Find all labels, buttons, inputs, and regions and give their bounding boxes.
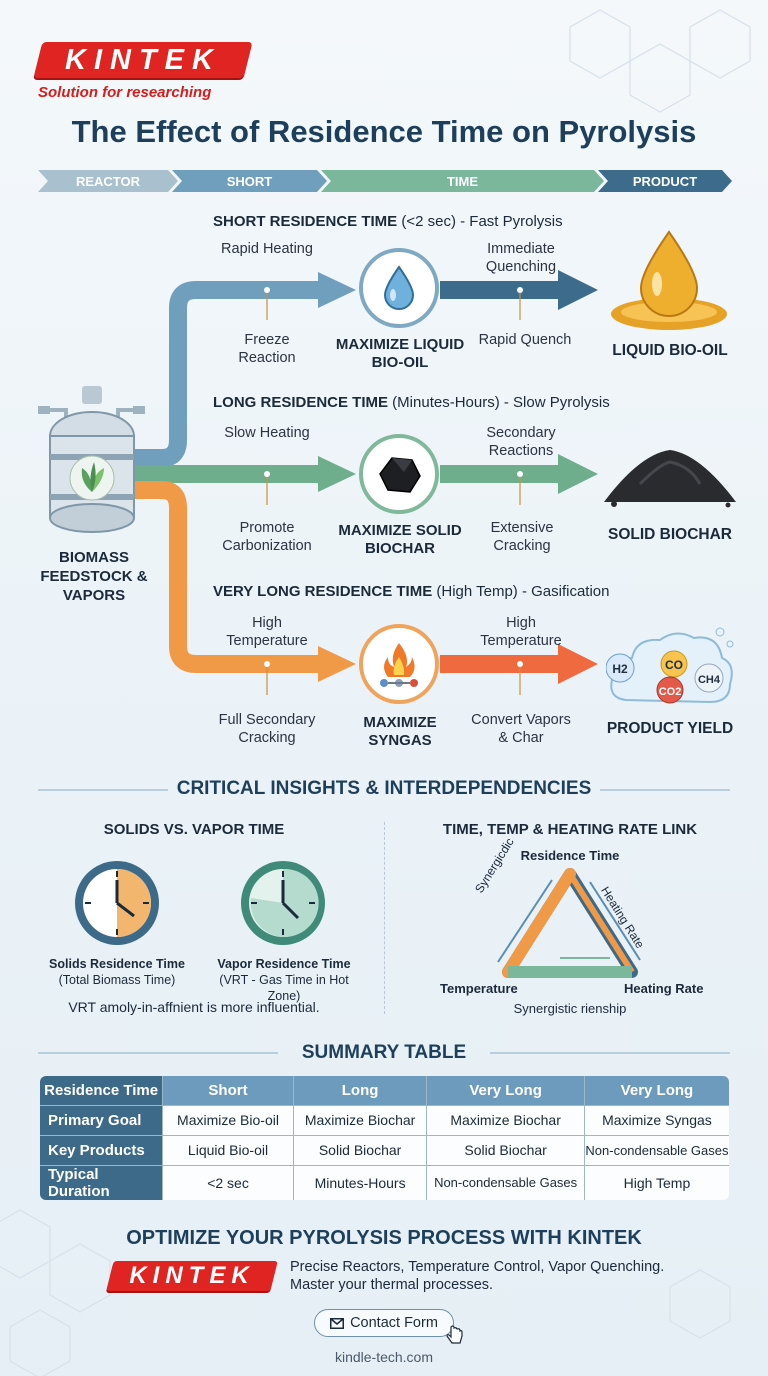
row-short-bottom-right: Rapid Quench <box>478 332 572 348</box>
row-verylong-top-right: High Temperature <box>480 615 562 649</box>
table-cell: Maximize Biochar <box>292 1104 428 1136</box>
droplet-icon <box>359 248 439 328</box>
table-header-cell: Long <box>292 1075 428 1106</box>
gas-cloud-icon: H2 CO CO2 CH4 <box>606 627 734 704</box>
row-long-top-right: Secondary Reactions <box>486 425 556 459</box>
bio-oil-icon <box>611 230 727 330</box>
table-row-header: Primary Goal <box>40 1104 164 1136</box>
table-header-cell: Very Long <box>583 1075 729 1106</box>
website-link[interactable]: kindle-tech.com <box>334 1349 434 1365</box>
table-cell: Minutes-Hours <box>292 1164 428 1200</box>
table-cell: Maximize Biochar <box>426 1104 585 1136</box>
triangle-bottom-label: Synergistic rienship <box>513 1001 627 1016</box>
solids-label: Solids Residence Time(Total Biomass Time… <box>49 957 185 987</box>
product-bio-oil: LIQUID BIO-OIL <box>612 342 728 359</box>
table-cell: Solid Biochar <box>426 1134 585 1166</box>
biochar-pile-icon <box>604 450 736 508</box>
stage-short: SHORT <box>172 170 327 192</box>
table-cell: Non-condensable Gases <box>583 1134 729 1166</box>
link-title: TIME, TEMP & HEATING RATE LINK <box>442 821 698 838</box>
row-long-top-left: Slow Heating <box>224 425 310 441</box>
divider <box>600 789 730 791</box>
table-header-cell: Residence Time <box>40 1075 164 1106</box>
mail-icon <box>330 1317 345 1329</box>
flow-arrows <box>120 270 598 695</box>
table-cell: Non-condensable Gases <box>426 1164 585 1200</box>
table-header-cell: Very Long <box>426 1075 585 1106</box>
charcoal-icon <box>359 434 439 514</box>
logo: KINTEK <box>65 44 221 76</box>
cta-title: OPTIMIZE YOUR PYROLYSIS PROCESS WITH KIN… <box>126 1227 642 1249</box>
stage-product: PRODUCT <box>598 170 732 192</box>
table-cell: Liquid Bio-oil <box>162 1134 294 1166</box>
solids-clock-icon <box>75 861 159 945</box>
row-long-bottom-right: Extensive Cracking <box>490 520 554 554</box>
contact-form-button[interactable]: Contact Form <box>314 1309 454 1337</box>
table-row-header: Typical Duration <box>40 1164 164 1200</box>
row-short-top-left: Rapid Heating <box>221 241 313 257</box>
cta-text: Precise Reactors, Temperature Control, V… <box>290 1259 665 1293</box>
row-long-goal: MAXIMIZE SOLID BIOCHAR <box>338 522 462 557</box>
row-verylong-bottom-right: Convert Vapors & Char <box>471 712 571 746</box>
insight-note: VRT amoly-in-affnient is more influentia… <box>68 999 320 1015</box>
table-cell: Solid Biochar <box>292 1134 428 1166</box>
row-short-goal: MAXIMIZE LIQUID BIO-OIL <box>335 336 465 371</box>
divider <box>38 1052 278 1054</box>
triangle-left-label: Temperature <box>440 981 518 996</box>
row-verylong-bottom-left: Full Secondary Cracking <box>218 712 316 746</box>
row-short-top-right: Immediate Quenching <box>485 241 557 275</box>
triangle-diagram <box>497 868 641 978</box>
row-short-title: SHORT RESIDENCE TIME (<2 sec) - Fast Pyr… <box>213 213 563 230</box>
column-divider <box>384 822 385 1014</box>
pointer-hand-icon <box>446 1325 463 1344</box>
reactor-icon <box>38 386 145 533</box>
row-verylong-top-left: High Temperature <box>226 615 308 649</box>
feedstock-label: BIOMASS FEEDSTOCK & VAPORS <box>40 549 148 604</box>
table-cell: <2 sec <box>162 1164 294 1200</box>
vapor-clock-icon <box>241 861 325 945</box>
divider <box>490 1052 730 1054</box>
table-row: Typical Duration <2 sec Minutes-Hours No… <box>40 1164 729 1200</box>
table-row-header: Key Products <box>40 1134 164 1166</box>
gas-label-co2: CO2 <box>659 686 682 698</box>
table-cell: Maximize Bio-oil <box>162 1104 294 1136</box>
divider <box>38 789 168 791</box>
table-cell: High Temp <box>583 1164 729 1200</box>
table-header-row: Residence Time Short Long Very Long Very… <box>40 1075 729 1106</box>
row-long-bottom-left: Promote Carbonization <box>222 520 312 554</box>
summary-table: Residence Time Short Long Very Long Very… <box>38 1074 731 1202</box>
row-long-title: LONG RESIDENCE TIME (Minutes-Hours) - Sl… <box>213 394 610 411</box>
triangle-top-label: Residence Time <box>520 848 620 863</box>
gas-label-ch4: CH4 <box>698 674 721 686</box>
flame-icon <box>359 624 439 704</box>
triangle-right-label: Heating Rate <box>624 981 704 996</box>
product-biochar: SOLID BIOCHAR <box>608 526 732 543</box>
product-yield: PRODUCT YIELD <box>606 720 734 737</box>
insights-title: CRITICAL INSIGHTS & INTERDEPENDENCIES <box>176 778 592 799</box>
stage-time: TIME <box>321 170 604 192</box>
row-short-bottom-left: Freeze Reaction <box>238 332 296 366</box>
vapor-label: Vapor Residence Time(VRT - Gas Time in H… <box>217 957 351 1003</box>
gas-label-co: CO <box>665 658 683 672</box>
gas-label-h2: H2 <box>612 662 628 676</box>
page-title: The Effect of Residence Time on Pyrolysi… <box>71 114 697 149</box>
solids-vapor-title: SOLIDS VS. VAPOR TIME <box>103 821 285 838</box>
table-row: Key Products Liquid Bio-oil Solid Biocha… <box>40 1134 729 1166</box>
table-cell: Maximize Syngas <box>583 1104 729 1136</box>
table-row: Primary Goal Maximize Bio-oil Maximize B… <box>40 1104 729 1136</box>
cta-logo: KINTEK <box>129 1262 255 1289</box>
logo-tagline: Solution for researching <box>38 84 212 101</box>
row-verylong-title: VERY LONG RESIDENCE TIME (High Temp) - G… <box>213 583 610 600</box>
table-header-cell: Short <box>162 1075 294 1106</box>
stage-reactor: REACTOR <box>38 170 178 192</box>
row-verylong-goal: MAXIMIZE SYNGAS <box>363 714 437 749</box>
summary-table-title: SUMMARY TABLE <box>301 1042 467 1063</box>
contact-form-label: Contact Form <box>350 1315 438 1331</box>
